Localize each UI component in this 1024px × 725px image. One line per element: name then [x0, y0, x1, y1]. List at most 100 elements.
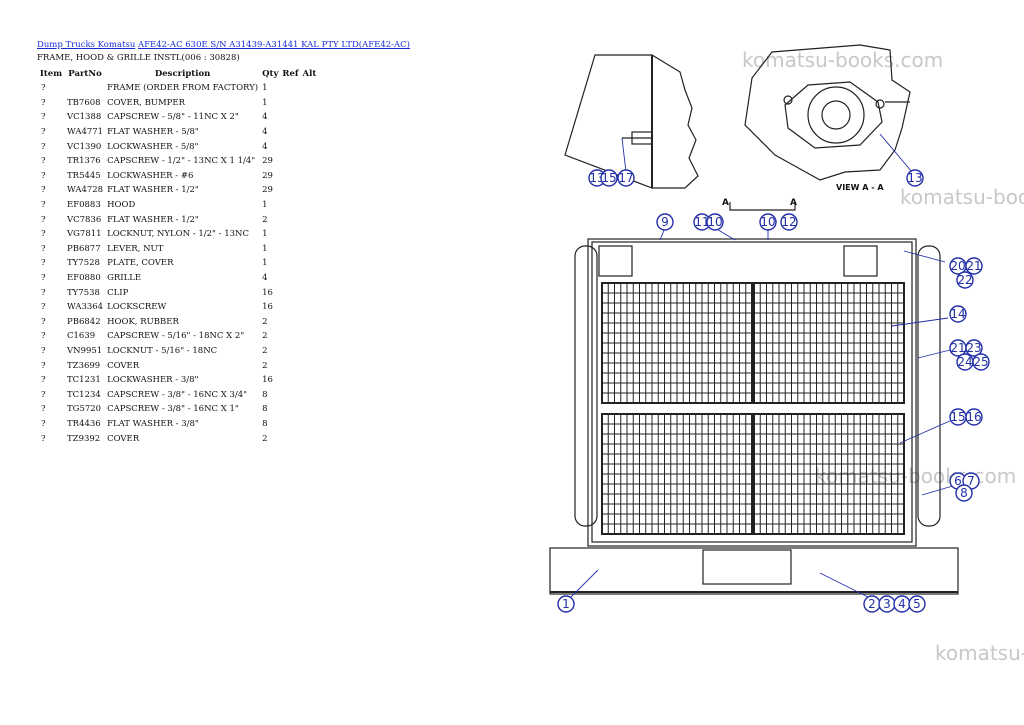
breadcrumb-link-serial[interactable]: AFE42-AC 630E S/N A31439-A31441 KAL PTY …	[138, 40, 410, 50]
partno-cell: WA3364	[67, 302, 104, 313]
qty-cell: 1	[262, 258, 268, 269]
col-description: Description	[154, 68, 211, 79]
callout-bubble[interactable]: 9	[656, 213, 674, 231]
description-cell: LOCKNUT, NYLON - 1/2" - 13NC	[107, 229, 249, 240]
callout-bubble[interactable]: 17	[617, 169, 635, 187]
partno-cell: TC1231	[67, 375, 101, 386]
qty-cell: 4	[262, 141, 268, 152]
partno-cell: WA4771	[67, 127, 104, 138]
alt-cell	[301, 417, 319, 432]
callout-bubble[interactable]: 13	[906, 169, 924, 187]
description-cell: FRAME (ORDER FROM FACTORY)	[107, 83, 259, 94]
alt-cell	[301, 387, 319, 402]
callout-label: 2	[868, 597, 876, 611]
callout-bubble[interactable]: 10	[706, 213, 724, 231]
callout-bubble[interactable]: 3	[878, 595, 896, 613]
item-cell: ?	[41, 112, 46, 123]
callout-bubble[interactable]: 2	[863, 595, 881, 613]
item-cell: ?	[41, 83, 46, 94]
callout-bubble[interactable]: 15	[600, 169, 618, 187]
alt-cell	[301, 183, 319, 198]
breadcrumb-link-model[interactable]: Dump Trucks Komatsu	[37, 40, 136, 50]
callout-bubble[interactable]: 21	[965, 257, 983, 275]
callout-bubble[interactable]: 13	[588, 169, 606, 187]
qty-cell: 1	[262, 83, 268, 94]
callout-bubble[interactable]: 16	[965, 408, 983, 426]
callout-bubble[interactable]: 15	[949, 408, 967, 426]
ref-cell	[280, 315, 300, 330]
col-alt: Alt	[302, 68, 317, 79]
description-cell: COVER	[107, 433, 140, 444]
callout-bubble[interactable]: 5	[908, 595, 926, 613]
parts-table-header: Item PartNo Description Qty Ref Alt	[37, 66, 318, 81]
ref-cell	[280, 256, 300, 271]
callout-bubble[interactable]: 20	[949, 257, 967, 275]
item-cell: ?	[41, 214, 46, 225]
ref-cell	[280, 125, 300, 140]
callout-bubble[interactable]: 23	[965, 339, 983, 357]
item-cell: ?	[41, 360, 46, 371]
callout-label: 9	[661, 215, 669, 229]
callout-bubble[interactable]: 25	[972, 353, 990, 371]
callout-label: 6	[954, 474, 962, 488]
callout-bubble[interactable]: 4	[893, 595, 911, 613]
ref-cell	[280, 96, 300, 111]
alt-cell	[301, 198, 319, 213]
alt-cell	[301, 431, 319, 446]
alt-cell	[301, 81, 319, 96]
callout-label: 7	[967, 474, 975, 488]
callout-bubble[interactable]: 24	[956, 353, 974, 371]
partno-cell: TZ3699	[67, 360, 101, 371]
callout-bubble[interactable]: 22	[956, 271, 974, 289]
partno-cell: TG5720	[67, 404, 102, 415]
alt-cell	[301, 169, 319, 184]
ref-cell	[280, 183, 300, 198]
description-cell: LEVER, NUT	[107, 243, 164, 254]
col-qty: Qty	[262, 68, 279, 79]
callout-label: 10	[760, 215, 775, 229]
callout-label: 25	[973, 355, 988, 369]
partno-cell: EF0880	[67, 273, 101, 284]
section-mark-a: A	[722, 198, 729, 208]
item-cell: ?	[41, 389, 46, 400]
col-partno: PartNo	[68, 68, 102, 79]
description-cell: GRILLE	[107, 273, 142, 284]
qty-cell: 2	[262, 433, 268, 444]
callout-label: 20	[950, 259, 965, 273]
partno-cell: TZ9392	[67, 433, 101, 444]
callout-label: 16	[966, 410, 981, 424]
col-ref: Ref	[282, 68, 299, 79]
alt-cell	[301, 373, 319, 388]
table-row: ? FRAME (ORDER FROM FACTORY)1	[37, 81, 318, 96]
description-cell: LOCKWASHER - 3/8"	[107, 375, 199, 386]
ref-cell	[280, 300, 300, 315]
item-cell: ?	[41, 200, 46, 211]
callout-bubble[interactable]: 1	[557, 595, 575, 613]
callout-label: 21	[950, 341, 965, 355]
qty-cell: 16	[262, 287, 273, 298]
ref-cell	[280, 154, 300, 169]
item-cell: ?	[41, 243, 46, 254]
callout-label: 21	[966, 259, 981, 273]
qty-cell: 29	[262, 156, 273, 167]
callout-label: 23	[966, 341, 981, 355]
callout-bubble[interactable]: 14	[949, 305, 967, 323]
callout-bubble[interactable]: 10	[759, 213, 777, 231]
description-cell: FLAT WASHER - 1/2"	[107, 214, 199, 225]
qty-cell: 16	[262, 375, 273, 386]
callout-bubble[interactable]: 8	[955, 484, 973, 502]
callout-bubble[interactable]: 12	[780, 213, 798, 231]
partno-cell: EF0883	[67, 200, 101, 211]
ref-cell	[280, 139, 300, 154]
qty-cell: 16	[262, 302, 273, 313]
callout-label: 10	[707, 215, 722, 229]
callout-bubble[interactable]: 21	[949, 339, 967, 357]
